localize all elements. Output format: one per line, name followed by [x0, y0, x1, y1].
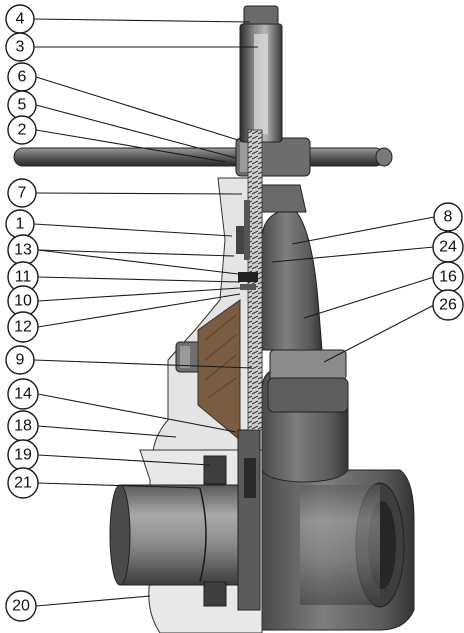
- callout-16-label: 16: [439, 269, 457, 286]
- callout-24: 24: [432, 231, 464, 263]
- callout-24-label: 24: [439, 239, 457, 256]
- callout-20: 20: [5, 590, 37, 622]
- callout-3: 3: [5, 32, 35, 62]
- handle-bar: [13, 137, 393, 177]
- callout-11-label: 11: [15, 269, 32, 286]
- callout-26: 26: [432, 289, 464, 321]
- callout-7: 7: [7, 178, 37, 208]
- callout-9: 9: [5, 345, 35, 375]
- callout-11: 11: [7, 261, 39, 293]
- callout-18: 18: [7, 410, 39, 442]
- callout-7-label: 7: [18, 185, 27, 202]
- stem-protector: [239, 5, 283, 143]
- callout-19: 19: [7, 439, 39, 471]
- callout-4-label: 4: [16, 11, 25, 28]
- callout-12-label: 12: [14, 319, 32, 336]
- callout-9-label: 9: [16, 352, 25, 369]
- callout-1: 1: [5, 209, 35, 239]
- callout-2: 2: [7, 115, 37, 145]
- callout-3-label: 3: [16, 39, 25, 56]
- callout-21: 21: [7, 467, 39, 499]
- callout-26-label: 26: [439, 297, 457, 314]
- callout-13-label: 13: [14, 242, 32, 259]
- callout-6-label: 6: [18, 69, 27, 86]
- cutaway-section: [109, 177, 263, 633]
- callout-5: 5: [7, 90, 37, 120]
- callout-19-label: 19: [14, 447, 32, 464]
- callout-10: 10: [7, 285, 39, 317]
- callout-12: 12: [7, 311, 39, 343]
- callout-6: 6: [7, 62, 37, 92]
- callout-20-label: 20: [12, 598, 30, 615]
- callout-14-label: 14: [14, 386, 32, 403]
- callout-10-label: 10: [14, 293, 32, 310]
- callout-21-label: 21: [14, 475, 32, 492]
- callout-5-label: 5: [18, 97, 27, 114]
- callout-13: 13: [7, 234, 39, 266]
- callout-8: 8: [433, 202, 463, 232]
- leader-lines: [33, 18, 435, 607]
- callout-16: 16: [432, 261, 464, 293]
- callout-14: 14: [7, 378, 39, 410]
- callout-4: 4: [5, 4, 35, 34]
- callout-8-label: 8: [444, 209, 453, 226]
- valve-stem: [236, 129, 263, 431]
- callout-2-label: 2: [18, 122, 27, 139]
- valve-body-exterior: [261, 184, 415, 631]
- callout-18-label: 18: [14, 418, 32, 435]
- callout-1-label: 1: [16, 216, 25, 233]
